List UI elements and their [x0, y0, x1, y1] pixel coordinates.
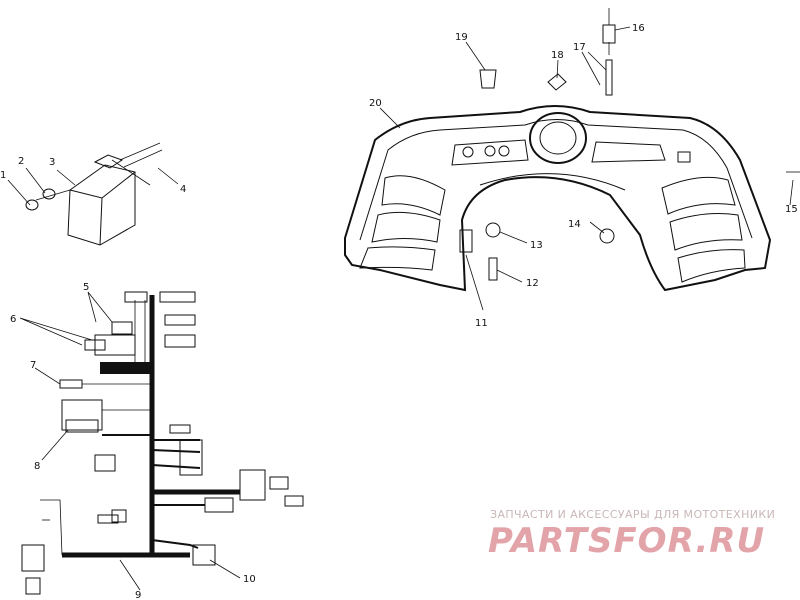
callout-19: 19 — [455, 32, 468, 43]
callout-5: 5 — [83, 282, 89, 293]
right-vent-upper — [661, 176, 736, 215]
regulator-body-part-3 — [67, 164, 136, 246]
callout-16: 16 — [632, 23, 645, 34]
callout-15: 15 — [785, 204, 798, 215]
callout-1: 1 — [0, 170, 6, 181]
callout-17: 17 — [573, 42, 586, 53]
callout-10: 10 — [243, 574, 256, 585]
callout-3: 3 — [49, 157, 55, 168]
screw-part-4 — [119, 142, 161, 161]
watermark-logo: PARTSFOR.RU — [488, 521, 765, 561]
callout-4: 4 — [180, 184, 186, 195]
callout-13: 13 — [530, 240, 543, 251]
connector-part-10 — [192, 544, 216, 566]
connector-part-5 — [111, 321, 133, 335]
left-vent-upper — [381, 175, 446, 216]
bulb-part-12 — [488, 257, 498, 281]
wiring-harness — [21, 291, 304, 595]
socket-part-16 — [602, 24, 616, 44]
screw-part-17 — [605, 59, 613, 96]
connector-part-8 — [65, 419, 99, 433]
watermark: ЗАПЧАСТИ И АКСЕССУАРЫ ДЛЯ МОТОТЕХНИКИ PA… — [488, 508, 775, 561]
bulb-part-19 — [479, 69, 497, 89]
left-display — [451, 139, 529, 166]
connector-part-6 — [94, 334, 136, 356]
callout-14: 14 — [568, 219, 581, 230]
callout-18: 18 — [551, 50, 564, 61]
grommet-part-14 — [599, 228, 615, 244]
dash-pod — [344, 8, 800, 292]
callout-20: 20 — [369, 98, 382, 109]
watermark-tagline: ЗАПЧАСТИ И АКСЕССУАРЫ ДЛЯ МОТОТЕХНИКИ — [490, 508, 775, 521]
right-display — [591, 141, 666, 163]
callout-7: 7 — [30, 360, 36, 371]
callout-9: 9 — [135, 590, 141, 600]
callout-12: 12 — [526, 278, 539, 289]
dash-housing-part-20 — [344, 105, 772, 292]
nut-part-1 — [25, 199, 39, 211]
leader-lines — [7, 26, 794, 591]
callout-11: 11 — [475, 318, 488, 329]
harness-block — [100, 362, 150, 374]
bulb-part-11 — [459, 229, 473, 253]
callout-labels: 1 2 3 4 5 6 7 8 9 10 11 12 13 14 15 16 1… — [0, 23, 798, 600]
callout-2: 2 — [18, 156, 24, 167]
clip-part-18 — [547, 73, 567, 91]
callout-8: 8 — [34, 461, 40, 472]
regulator-assembly — [25, 142, 163, 246]
callout-6: 6 — [10, 314, 16, 325]
grommet-part-13 — [485, 222, 501, 238]
center-gauge — [529, 112, 587, 164]
